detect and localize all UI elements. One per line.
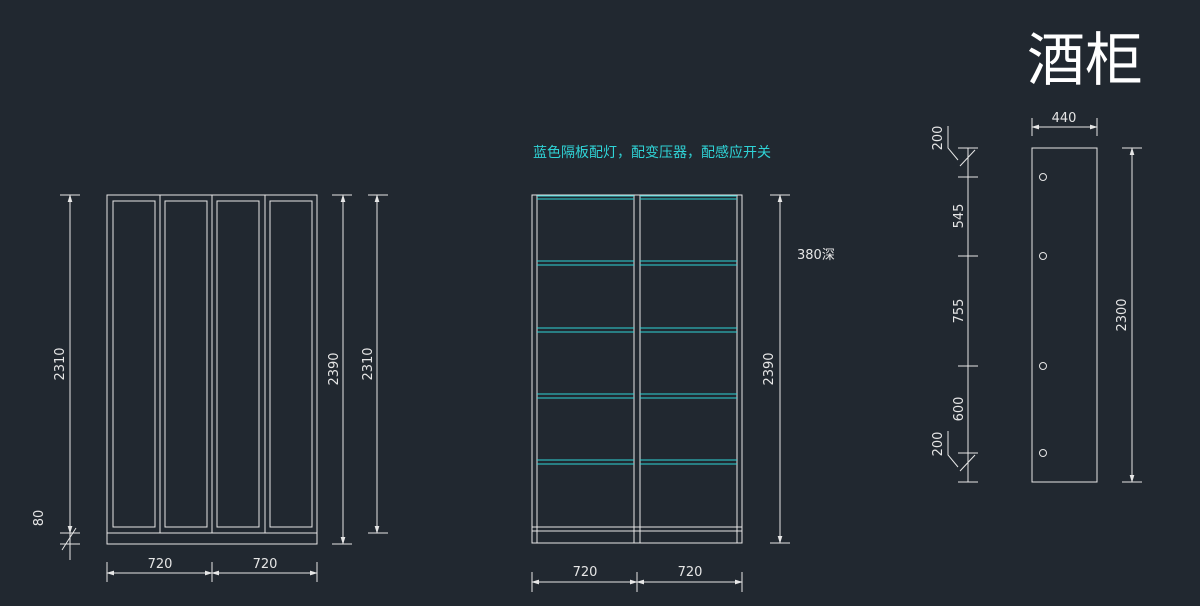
front-plinth [106, 532, 318, 545]
interior-depth-label: 380深 [797, 248, 835, 263]
front-door-panel [269, 200, 313, 528]
side-dim-2-label: 755 [952, 299, 967, 324]
interior-cabinet-outline [531, 194, 743, 544]
side-panel-view [947, 118, 1142, 483]
front-view [60, 194, 388, 582]
front-height-total-label: 2390 [327, 352, 342, 385]
side-dim-1-label: 545 [952, 204, 967, 229]
front-door-panel [112, 200, 156, 528]
leader-line [947, 431, 959, 468]
interior-view [531, 194, 790, 592]
interior-width-right-label: 720 [678, 565, 703, 580]
dimension-line [61, 527, 77, 551]
front-height-left-label: 2310 [53, 347, 68, 380]
front-base-label: 80 [32, 510, 47, 527]
dimension-line [959, 149, 976, 167]
front-door-panel [164, 200, 208, 528]
front-width-right-label: 720 [253, 557, 278, 572]
leader-line [947, 126, 959, 161]
interior-width-left-label: 720 [573, 565, 598, 580]
front-door-panel [216, 200, 260, 528]
side-dim-top-label: 200 [931, 126, 946, 151]
interior-height-label: 2390 [762, 352, 777, 385]
hole-marker [1039, 252, 1047, 260]
dimension-line [959, 454, 976, 472]
side-height-label: 2300 [1115, 298, 1130, 331]
front-width-left-label: 720 [148, 557, 173, 572]
side-panel-outline [1031, 147, 1098, 483]
drawing-title: 酒柜 [1027, 26, 1143, 94]
front-height-right-label: 2310 [361, 347, 376, 380]
hole-marker [1039, 173, 1047, 181]
interior-note: 蓝色隔板配灯，配变压器，配感应开关 [533, 144, 771, 161]
side-dim-bottom-label: 200 [931, 432, 946, 457]
hole-marker [1039, 449, 1047, 457]
hole-marker [1039, 362, 1047, 370]
side-dim-3-label: 600 [952, 397, 967, 422]
side-width-label: 440 [1052, 111, 1077, 126]
